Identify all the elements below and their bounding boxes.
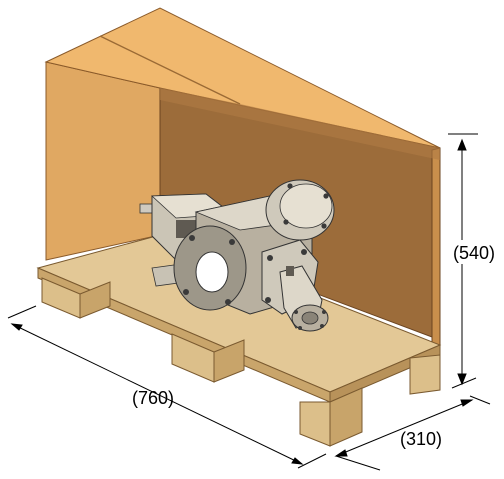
pump-bolt [323,193,329,199]
pallet-block-left-side [79,281,111,319]
gear-pump [139,179,335,332]
pump-bolt [283,219,289,225]
pallet [36,234,442,447]
pump-bolt [322,310,326,314]
pump-bolt [189,235,195,241]
length-arrow-right [291,457,304,465]
pump-bolt [267,255,273,261]
pump-bolt [265,297,271,303]
length-extension-right [297,453,327,469]
pump-bolt [287,183,293,189]
depth-arrow-right [460,399,474,407]
length-extension-left [7,305,37,319]
pump-bolt [301,249,307,255]
depth-dimension-line [335,399,473,457]
crate-left-panel [45,61,161,261]
pump-bolt [320,324,324,328]
length-label: (760) [132,388,174,408]
pump-suction-bore [195,251,229,293]
height-label-bg [446,240,504,264]
crate-lid-fold [99,35,241,105]
depth-extension-left [335,455,381,471]
pump-bolt [183,289,189,295]
depth-extension-right [469,395,491,405]
pallet-block-right-side [329,387,363,447]
pump-bolt [294,310,298,314]
pump-bolt [321,223,327,229]
dimension-labels: (540) (760) (310) [132,240,504,449]
height-arrow-top [457,138,467,151]
pallet-block-mid-side [213,339,245,383]
pump-bolt [225,299,231,305]
pump-discharge-face [279,183,333,229]
crate-box [44,7,441,360]
crate-right-panel [431,147,441,360]
length-dimension-line [11,323,303,465]
pump-relief-cap-center [301,311,319,325]
height-label: (540) [453,243,495,263]
pump-bolt [298,326,302,330]
pallet-block-back-front [409,354,441,395]
pump-valve-stem [286,266,294,276]
crate-back-shade [160,88,440,160]
dimension-lines [7,133,491,471]
height-arrow-bottom [457,373,467,386]
depth-arrow-left [334,449,348,457]
depth-label: (310) [400,429,442,449]
length-arrow-left [10,323,23,331]
pallet-block-right-front [299,401,331,447]
pump-bolt [229,239,235,245]
height-extension-bottom [451,377,477,389]
